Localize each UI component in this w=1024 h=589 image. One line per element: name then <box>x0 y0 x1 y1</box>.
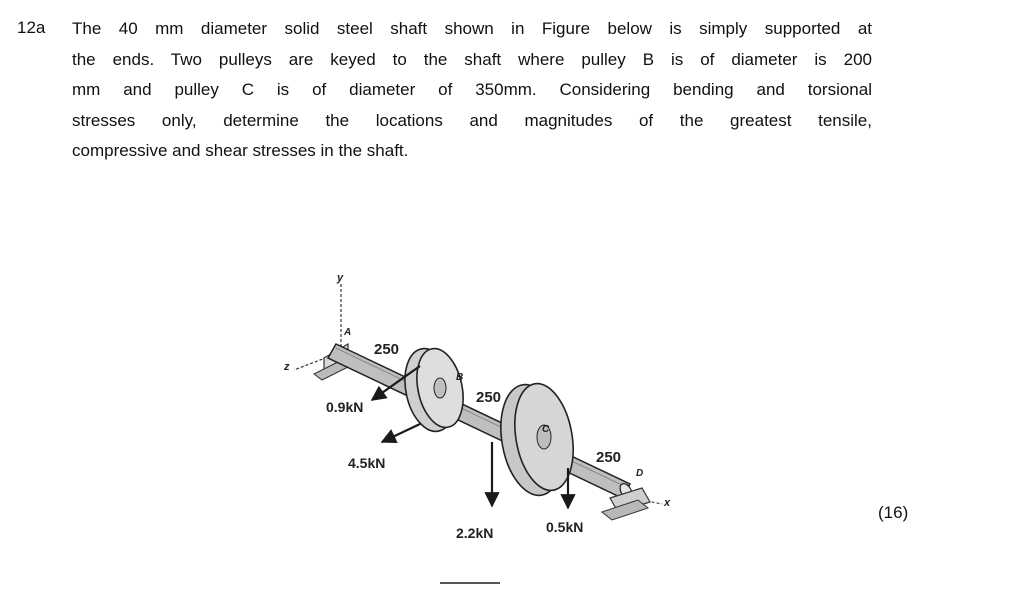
question-number: 12a <box>17 18 46 37</box>
point-label-a: A <box>343 327 351 338</box>
question-text: The 40 mm diameter solid steel shaft sho… <box>72 14 872 167</box>
point-label-d: D <box>636 468 643 479</box>
z-axis-label: z <box>283 361 290 373</box>
force-arrow-4-5kn <box>380 423 421 444</box>
pulley-b <box>404 347 464 433</box>
force-label-0-5kn: 0.5kN <box>546 519 583 535</box>
y-axis-label: y <box>336 272 344 284</box>
force-label-0-9kn: 0.9kN <box>326 399 363 415</box>
force-arrow-0-9kn <box>370 365 421 401</box>
point-label-b: B <box>456 372 463 383</box>
question-line: The 40 mm diameter solid steel shaft sho… <box>72 19 872 38</box>
marks-allocation: (16) <box>878 503 909 522</box>
x-axis-label: x <box>663 497 671 509</box>
force-label-4-5kn: 4.5kN <box>348 455 385 471</box>
force-label-2-2kn: 2.2kN <box>456 525 493 541</box>
question-line: the ends. Two pulleys are keyed to the s… <box>72 49 872 69</box>
question-line: stresses only, determine the locations a… <box>72 110 872 130</box>
force-arrows <box>370 365 576 510</box>
dimension-ab: 250 <box>374 341 399 358</box>
cropped-next-content <box>440 582 500 589</box>
pulley-c <box>500 382 574 497</box>
support-d <box>600 487 651 521</box>
dimension-bc: 250 <box>476 389 501 406</box>
question-line: compressive and shear stresses in the sh… <box>72 141 409 161</box>
dimension-cd: 250 <box>596 449 621 466</box>
point-label-c: C <box>542 424 550 435</box>
shaft-diagram: y z x <box>283 272 671 541</box>
z-axis <box>293 351 342 371</box>
shaft <box>326 343 633 499</box>
question-line: mm and pulley C is of diameter of 350mm.… <box>72 80 872 100</box>
shaft-figure: y z x <box>270 262 690 552</box>
cropped-previous-line <box>60 0 320 3</box>
